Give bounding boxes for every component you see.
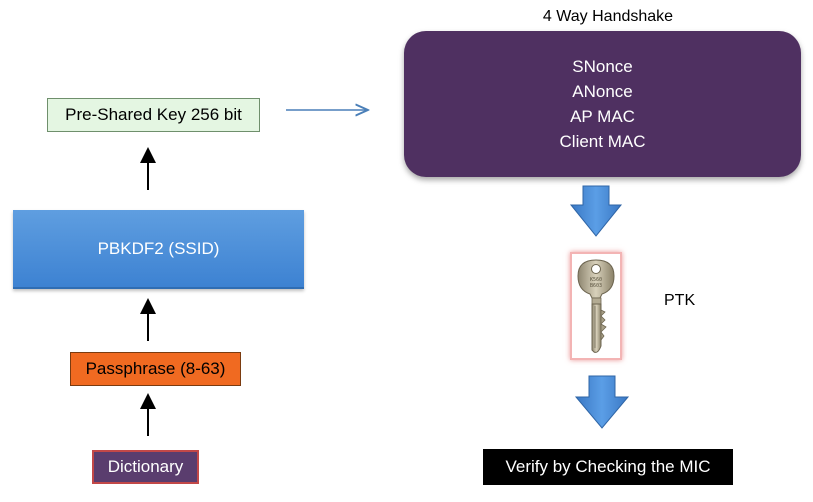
- dictionary-label: Dictionary: [107, 457, 184, 476]
- ptk-key-image: K560 B603: [570, 252, 622, 360]
- passphrase-label: Passphrase (8-63): [85, 359, 226, 378]
- down-arrow-icon: [574, 375, 630, 429]
- pbkdf2-box: PBKDF2 (SSID): [13, 210, 304, 289]
- verify-mic-label: Verify by Checking the MIC: [505, 457, 711, 476]
- passphrase-box: Passphrase (8-63): [70, 352, 241, 386]
- down-arrow-icon: [569, 185, 623, 237]
- svg-text:K560: K560: [590, 277, 602, 283]
- handshake-item-anonce: ANonce: [572, 82, 633, 101]
- verify-mic-box: Verify by Checking the MIC: [483, 449, 733, 485]
- handshake-item-client-mac: Client MAC: [559, 132, 646, 151]
- handshake-item-ap-mac: AP MAC: [570, 107, 635, 126]
- dictionary-box: Dictionary: [92, 450, 199, 484]
- pbkdf2-label: PBKDF2 (SSID): [97, 238, 220, 258]
- handshake-box: SNonce ANonce AP MAC Client MAC: [404, 31, 801, 177]
- pre-shared-key-label: Pre-Shared Key 256 bit: [65, 105, 242, 124]
- handshake-title: 4 Way Handshake: [542, 8, 674, 25]
- handshake-item-snonce: SNonce: [572, 57, 633, 76]
- ptk-label: PTK: [664, 292, 696, 309]
- svg-text:B603: B603: [590, 283, 602, 289]
- key-icon: K560 B603: [577, 259, 615, 353]
- pre-shared-key-box: Pre-Shared Key 256 bit: [47, 98, 260, 132]
